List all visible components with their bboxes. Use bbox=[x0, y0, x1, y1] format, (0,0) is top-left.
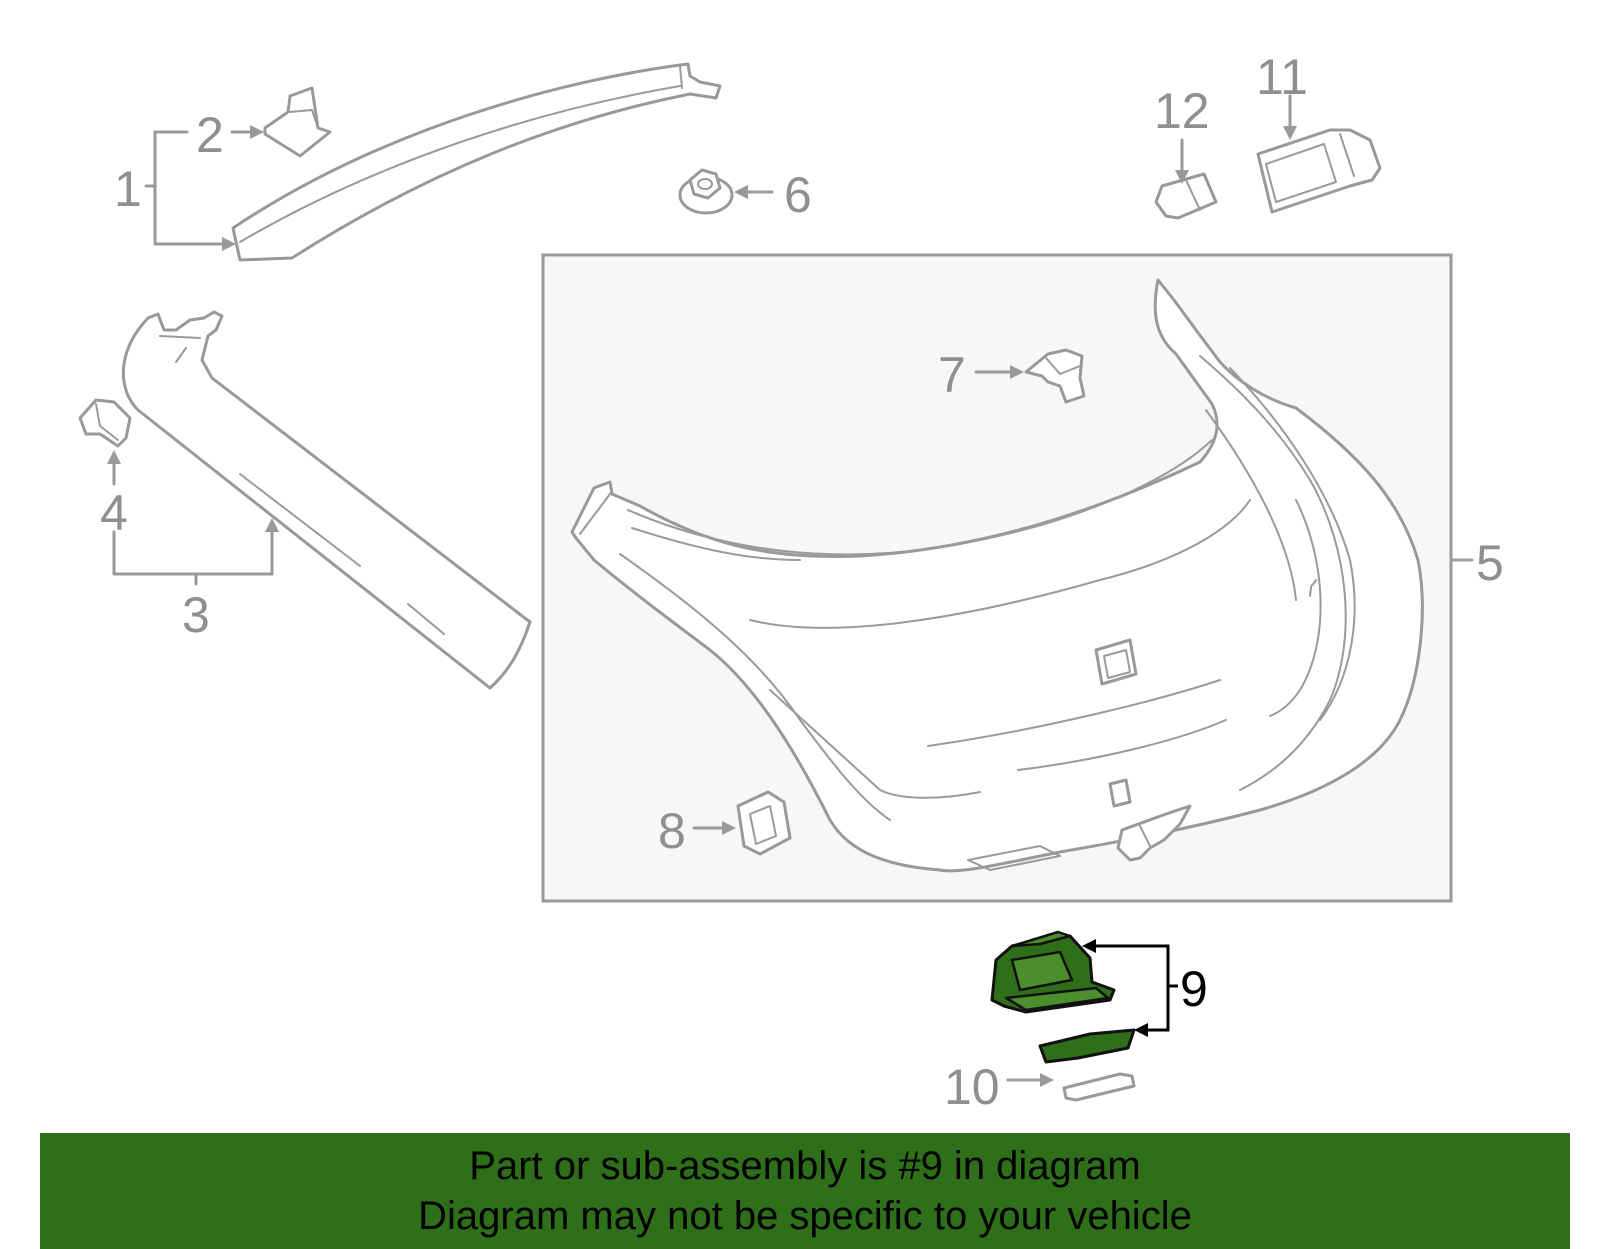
part-9-lens bbox=[1038, 1028, 1136, 1064]
info-banner: Part or sub-assembly is #9 in diagram Di… bbox=[40, 1133, 1570, 1249]
part-11-lamp bbox=[1256, 128, 1382, 214]
callout-10: 10 bbox=[944, 1059, 1000, 1115]
callout-2: 2 bbox=[196, 107, 224, 163]
banner-line-1: Part or sub-assembly is #9 in diagram bbox=[469, 1144, 1141, 1188]
parts-diagram: 1 2 3 4 5 6 7 8 9 10 11 12 bbox=[78, 49, 1504, 1115]
part-4-clip bbox=[78, 398, 132, 448]
banner-line-2: Diagram may not be specific to your vehi… bbox=[418, 1194, 1192, 1238]
callout-6: 6 bbox=[784, 167, 812, 223]
part-8-grommet bbox=[736, 790, 792, 856]
part-3-side-garnish bbox=[121, 310, 532, 690]
part-7-clip bbox=[1024, 348, 1086, 404]
part-10-socket bbox=[1062, 1072, 1136, 1102]
part-5-trim-panel bbox=[570, 278, 1424, 873]
callout-11: 11 bbox=[1256, 49, 1308, 105]
part-12-bulb bbox=[1154, 172, 1218, 220]
part-1-upper-garnish bbox=[231, 62, 722, 262]
callout-7: 7 bbox=[938, 347, 966, 403]
callout-5: 5 bbox=[1476, 535, 1504, 591]
callout-8: 8 bbox=[658, 803, 686, 859]
callout-1: 1 bbox=[114, 161, 142, 217]
callout-9: 9 bbox=[1180, 961, 1208, 1017]
callout-3: 3 bbox=[182, 587, 210, 643]
part-2-clip bbox=[263, 86, 332, 158]
leaders bbox=[107, 94, 1474, 1087]
callout-4: 4 bbox=[100, 485, 128, 541]
callout-12: 12 bbox=[1154, 83, 1210, 139]
part-9-highlighted-lamp bbox=[990, 930, 1116, 1014]
part-6-nut bbox=[678, 168, 734, 215]
